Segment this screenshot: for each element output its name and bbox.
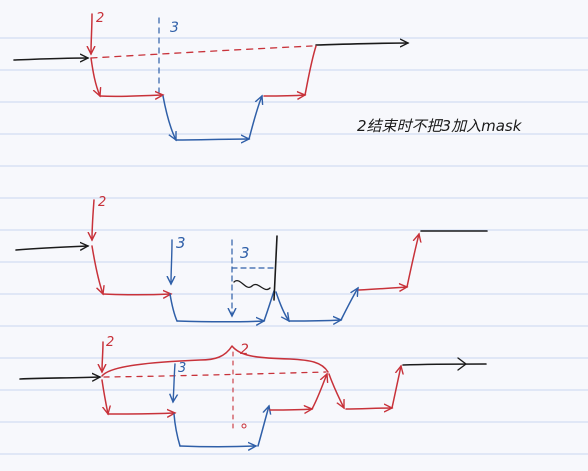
diagram-1: 2 3 xyxy=(13,11,408,140)
d3-blue-descend xyxy=(173,413,181,447)
d3-blue-rise xyxy=(257,406,269,447)
d1-red-rise xyxy=(304,45,317,96)
d1-red-down-arrow xyxy=(91,13,92,54)
d1-input-line xyxy=(13,58,88,60)
d2-blue-label-b: 3 xyxy=(240,244,250,262)
d1-blue-descend xyxy=(162,95,177,140)
d2-blue-rise xyxy=(263,290,275,322)
d3-red-bottom-3 xyxy=(345,408,392,409)
d1-blue-label: 3 xyxy=(170,20,179,36)
d1-red-rise-bottom xyxy=(263,95,305,96)
d2-blue-descend-2 xyxy=(275,291,289,321)
d3-red-dot xyxy=(241,423,247,429)
d2-red-bottom-2 xyxy=(358,287,407,290)
d2-blue-label-a: 3 xyxy=(176,234,186,252)
d2-red-down-arrow xyxy=(92,199,94,240)
d3-red-bottom xyxy=(107,413,175,414)
d1-red-dashed xyxy=(90,45,313,59)
d3-output-line xyxy=(402,363,487,366)
d2-red-rise xyxy=(406,234,419,288)
diagram-3: 2 2 3 xyxy=(19,335,487,447)
d3-red-descend-2 xyxy=(328,373,345,408)
diagram-2: 2 3 3 xyxy=(15,195,488,322)
d1-blue-rise xyxy=(248,96,262,140)
ruled-lines xyxy=(0,37,588,455)
d1-red-label: 2 xyxy=(96,11,104,26)
d2-blue-bottom xyxy=(176,321,264,322)
d2-black-vertical xyxy=(273,235,278,301)
d3-red-dashed xyxy=(103,371,327,378)
d3-red-top-arc xyxy=(101,345,329,377)
d3-red-rise xyxy=(311,374,327,410)
d3-blue-label: 3 xyxy=(178,361,186,376)
d3-red-down-arrow xyxy=(102,341,103,372)
d3-blue-3-arrow xyxy=(173,363,175,402)
d3-red-label-a: 2 xyxy=(106,335,114,350)
d3-red-bottom-2 xyxy=(269,409,312,410)
d2-red-bottom xyxy=(102,294,171,295)
d1-blue-bottom xyxy=(175,139,249,140)
d3-red-label-b: 2 xyxy=(240,342,249,358)
d2-red-descend xyxy=(91,245,103,294)
d2-black-squiggle xyxy=(233,280,271,291)
d1-output-line xyxy=(315,43,408,45)
d3-red-descend xyxy=(101,379,108,414)
d2-blue-3a-arrow xyxy=(171,239,172,284)
annotation-note: 2结束时不把3加入mask xyxy=(357,117,523,135)
d3-red-rise-2 xyxy=(391,366,401,409)
d2-blue-descend xyxy=(169,293,178,322)
d2-blue-rise-2 xyxy=(340,288,358,321)
d1-red-descend xyxy=(90,57,100,96)
d2-red-label: 2 xyxy=(98,195,106,210)
d2-blue-bottom-2 xyxy=(288,320,341,321)
d3-output-arrowhead xyxy=(457,357,467,371)
d3-blue-bottom xyxy=(179,446,256,447)
d2-input-line xyxy=(15,246,88,250)
d3-input-line xyxy=(19,377,100,379)
d1-red-bottom xyxy=(99,95,163,96)
